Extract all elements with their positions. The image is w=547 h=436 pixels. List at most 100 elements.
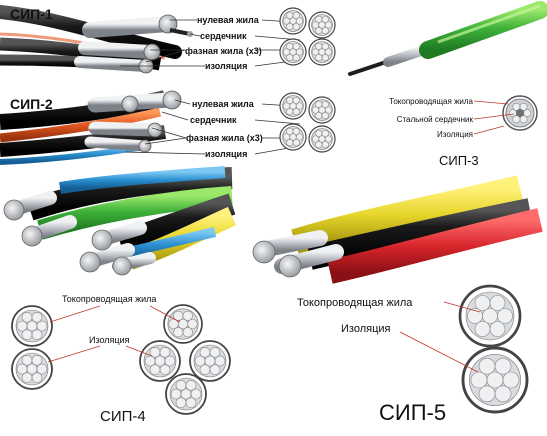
conductor-strand — [295, 133, 304, 141]
sip4-label-insulation: Изоляция — [89, 335, 130, 345]
conductor-strand — [478, 357, 496, 375]
conductor-strand — [324, 48, 333, 56]
sip4-label-conductor: Токопроводящая жила — [62, 294, 156, 304]
sip1-group: СИП-1 нулевая жила сердечник фазная жила… — [0, 5, 336, 74]
conductor-strand — [292, 96, 300, 104]
conductor-strand — [159, 347, 171, 358]
conductor-strand — [159, 364, 171, 375]
conductor-strand — [194, 355, 206, 367]
sip1-cable-illustration — [0, 5, 193, 74]
conductor-strand — [185, 380, 197, 391]
conductor-strand — [315, 42, 323, 50]
sip1-label-neutral: нулевая жила — [197, 15, 260, 25]
conductor-strand — [324, 21, 333, 29]
conductor-strand — [187, 318, 198, 330]
conductor-strand — [164, 355, 176, 367]
conductor-strand — [21, 372, 33, 383]
conductor-strand — [321, 15, 329, 23]
sip4-leaders — [47, 305, 181, 363]
conductor-strand — [321, 27, 329, 35]
conductor-strand — [519, 102, 528, 111]
sip3-leaders — [473, 100, 515, 135]
conductor-strand — [16, 363, 28, 375]
conductor-strand — [182, 327, 193, 338]
sip3-cross-section — [502, 95, 538, 131]
conductor-strand — [31, 312, 43, 323]
conductor-strand — [286, 54, 294, 62]
conductor-strand — [26, 320, 38, 332]
conductor-strand — [321, 54, 329, 62]
conductor-strand — [315, 27, 323, 35]
sip2-title: СИП-2 — [10, 96, 53, 112]
conductor-strand — [497, 308, 513, 324]
conductor-strand — [175, 380, 187, 391]
conductor-strand — [292, 139, 300, 147]
conductor-strand — [494, 385, 512, 403]
conductor-strand — [31, 355, 43, 366]
conductor-strand — [295, 102, 304, 110]
sip1-title: СИП-1 — [10, 6, 53, 22]
conductor-strand — [175, 397, 187, 408]
conductor-strand — [315, 141, 323, 149]
conductor-strand — [321, 100, 329, 108]
conductor-strand — [199, 364, 211, 375]
sip4-group: Токопроводящая жила Изоляция СИП-4 — [0, 166, 237, 425]
sip1-label-insulation: изоляция — [205, 61, 247, 71]
sip4-cable-illustration — [3, 166, 237, 276]
conductor-strand — [36, 363, 48, 375]
conductor-strand — [486, 371, 504, 389]
conductor-strand — [292, 42, 300, 50]
sip5-label-conductor: Токопроводящая жила — [297, 297, 413, 309]
conductor-strand — [311, 21, 320, 29]
conductor-strand — [311, 48, 320, 56]
conductor-strand — [21, 312, 33, 323]
sip5-group: Токопроводящая жила Изоляция СИП-5 — [252, 175, 543, 425]
conductor-strand — [321, 112, 329, 120]
sip2-cross-section — [279, 92, 336, 153]
sip3-cable-illustration — [348, 1, 547, 76]
conductor-strand — [295, 48, 304, 56]
sip5-leaders — [399, 301, 481, 373]
conductor-strand — [292, 23, 300, 31]
sip5-cross-section — [458, 284, 529, 414]
conductor-strand — [149, 364, 161, 375]
conductor-strand — [321, 42, 329, 50]
sip3-label-steel-core: Стальной сердечник — [397, 115, 474, 124]
conductor-strand — [482, 308, 498, 324]
sip4-title: СИП-4 — [100, 408, 146, 425]
conductor-strand — [494, 357, 512, 375]
sip2-cable-illustration — [0, 90, 182, 165]
conductor-strand — [154, 355, 166, 367]
conductor-strand — [286, 23, 294, 31]
conductor-strand — [489, 295, 506, 311]
conductor-strand — [286, 11, 294, 19]
conductor-strand — [21, 355, 33, 366]
conductor-strand — [315, 129, 323, 137]
sip3-label-conductor: Токопроводящая жила — [389, 97, 473, 106]
conductor-strand — [286, 139, 294, 147]
conductor-strand — [523, 109, 532, 117]
conductor-strand — [315, 15, 323, 23]
conductor-strand — [182, 310, 193, 321]
conductor-strand — [173, 327, 184, 338]
conductor-strand — [177, 318, 189, 330]
conductor-strand — [474, 321, 491, 337]
conductor-strand — [467, 308, 483, 324]
conductor-strand — [190, 388, 202, 400]
sip3-label-insulation: Изоляция — [437, 130, 473, 139]
conductor-strand — [282, 133, 291, 141]
sip2-label-core: сердечник — [190, 115, 237, 125]
conductor-strand — [474, 295, 491, 311]
conductor-strand — [512, 102, 521, 111]
conductor-strand — [519, 115, 528, 124]
sip1-label-phase: фазная жила (х3) — [185, 46, 262, 56]
conductor-strand — [489, 321, 506, 337]
conductor-strand — [311, 106, 320, 114]
conductor-strand — [315, 54, 323, 62]
conductor-strand — [282, 48, 291, 56]
conductor-strand — [324, 135, 333, 143]
conductor-strand — [16, 320, 28, 332]
conductor-strand — [282, 102, 291, 110]
